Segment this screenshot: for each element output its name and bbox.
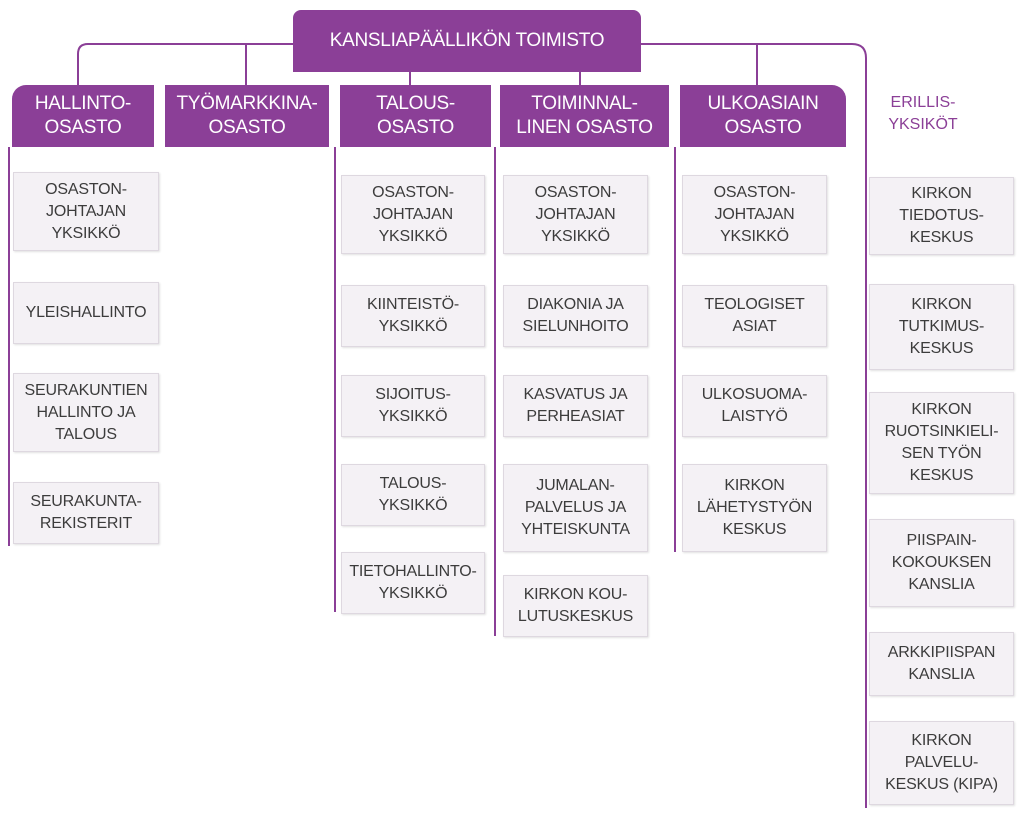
unit-label: PIISPAIN- KOKOUKSEN KANSLIA: [891, 532, 992, 593]
unit-box: TEOLOGISET ASIAT: [682, 285, 827, 347]
unit-box: ULKOSUOMA- LAISTYÖ: [682, 375, 827, 437]
dept-hallinto: HALLINTO- OSASTO: [12, 85, 154, 147]
unit-label: OSASTON- JOHTAJAN YKSIKKÖ: [713, 183, 796, 245]
unit-box: KIRKON TUTKIMUS- KESKUS: [869, 284, 1014, 370]
unit-box: OSASTON- JOHTAJAN YKSIKKÖ: [503, 175, 648, 254]
unit-label: KASVATUS JA PERHEASIAT: [523, 386, 628, 425]
dept-label: TYÖMARKKINA- OSASTO: [176, 93, 318, 138]
dept-talous: TALOUS- OSASTO: [340, 85, 491, 147]
unit-label: KIRKON RUOTSINKIELI- SEN TYÖN KESKUS: [884, 401, 999, 484]
unit-box: KASVATUS JA PERHEASIAT: [503, 375, 648, 437]
unit-label: OSASTON- JOHTAJAN YKSIKKÖ: [45, 180, 127, 242]
unit-box: KIRKON TIEDOTUS- KESKUS: [869, 177, 1014, 255]
unit-label: KIINTEISTÖ- YKSIKKÖ: [366, 296, 460, 335]
top-box-label: KANSLIAPÄÄLLIKÖN TOIMISTO: [329, 30, 605, 51]
unit-box: KIRKON LÄHETYSTYÖN KESKUS: [682, 464, 827, 552]
dept-label: HALLINTO- OSASTO: [34, 93, 132, 138]
unit-box: TIETOHALLINTO- YKSIKKÖ: [341, 552, 485, 614]
unit-label: KIRKON LÄHETYSTYÖN KESKUS: [696, 477, 813, 538]
unit-label: SEURAKUNTIEN HALLINTO JA TALOUS: [24, 381, 148, 443]
unit-box: KIRKON KOU- LUTUSKESKUS: [503, 575, 648, 637]
unit-box: PIISPAIN- KOKOUKSEN KANSLIA: [869, 519, 1014, 607]
unit-label: JUMALAN- PALVELUS JA YHTEISKUNTA: [521, 477, 630, 538]
unit-label: KIRKON TUTKIMUS- KESKUS: [898, 296, 985, 357]
unit-box: KIINTEISTÖ- YKSIKKÖ: [341, 285, 485, 347]
unit-box: TALOUS- YKSIKKÖ: [341, 464, 485, 526]
unit-box: OSASTON- JOHTAJAN YKSIKKÖ: [341, 175, 485, 254]
unit-box: SEURAKUNTA- REKISTERIT: [13, 482, 159, 544]
unit-label: SIJOITUS- YKSIKKÖ: [375, 386, 451, 425]
unit-label: SEURAKUNTA- REKISTERIT: [30, 493, 142, 532]
unit-label: KIRKON TIEDOTUS- KESKUS: [899, 185, 984, 246]
unit-label: DIAKONIA JA SIELUNHOITO: [522, 296, 629, 335]
kanslia-top-box: KANSLIAPÄÄLLIKÖN TOIMISTO: [293, 10, 641, 72]
unit-label: KIRKON PALVELU- KESKUS (KIPA): [885, 732, 998, 793]
unit-box: OSASTON- JOHTAJAN YKSIKKÖ: [13, 172, 159, 251]
unit-label: OSASTON- JOHTAJAN YKSIKKÖ: [534, 183, 617, 245]
dept-tyomarkkina: TYÖMARKKINA- OSASTO: [165, 85, 329, 147]
unit-label: TALOUS- YKSIKKÖ: [378, 475, 448, 514]
unit-box: KIRKON RUOTSINKIELI- SEN TYÖN KESKUS: [869, 392, 1014, 494]
unit-label: TEOLOGISET ASIAT: [704, 296, 805, 335]
dept-label: ULKOASIAIN OSASTO: [707, 93, 819, 138]
dept-toiminnallinen: TOIMINNAL- LINEN OSASTO: [500, 85, 669, 147]
dept-label: TALOUS- OSASTO: [376, 93, 455, 138]
unit-box: ARKKIPIISPAN KANSLIA: [869, 632, 1014, 696]
unit-label: KIRKON KOU- LUTUSKESKUS: [517, 586, 634, 625]
unit-box: JUMALAN- PALVELUS JA YHTEISKUNTA: [503, 464, 648, 552]
unit-label: ULKOSUOMA- LAISTYÖ: [701, 386, 808, 425]
unit-label: TIETOHALLINTO- YKSIKKÖ: [349, 563, 477, 602]
unit-label: YLEISHALLINTO: [25, 304, 147, 321]
unit-box: SIJOITUS- YKSIKKÖ: [341, 375, 485, 437]
unit-label: ARKKIPIISPAN KANSLIA: [887, 644, 996, 683]
dept-label: TOIMINNAL- LINEN OSASTO: [516, 93, 653, 138]
unit-box: SEURAKUNTIEN HALLINTO JA TALOUS: [13, 373, 159, 452]
separate-units-title: ERILLIS- YKSIKÖT: [888, 94, 958, 133]
unit-box: DIAKONIA JA SIELUNHOITO: [503, 285, 648, 347]
dept-ulkoasiain: ULKOASIAIN OSASTO: [680, 85, 846, 147]
unit-box: YLEISHALLINTO: [13, 282, 159, 344]
unit-box: KIRKON PALVELU- KESKUS (KIPA): [869, 721, 1014, 805]
unit-label: OSASTON- JOHTAJAN YKSIKKÖ: [372, 183, 454, 245]
unit-box: OSASTON- JOHTAJAN YKSIKKÖ: [682, 175, 827, 254]
